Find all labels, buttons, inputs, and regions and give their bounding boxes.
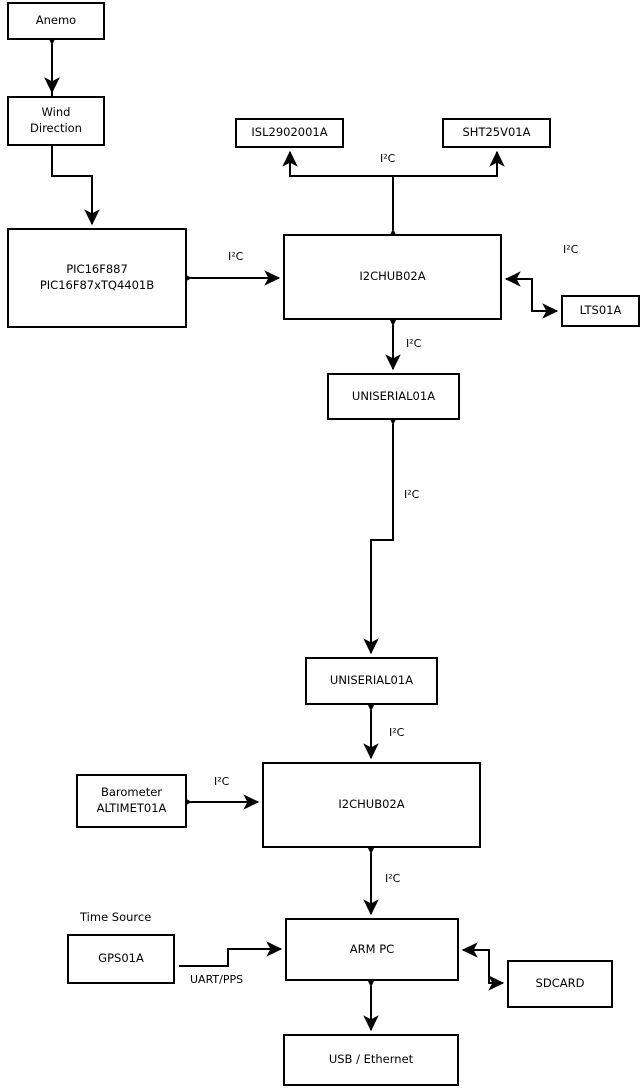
connector-gps-armpc	[179, 941, 283, 967]
node-i2chub02a-bottom[interactable]: I2CHUB02A	[262, 762, 481, 848]
node-usb-ethernet[interactable]: USB / Ethernet	[283, 1034, 459, 1086]
node-wind-direction[interactable]: Wind Direction	[7, 96, 105, 146]
node-arm-pc[interactable]: ARM PC	[285, 918, 459, 981]
node-pic-microcontroller[interactable]: PIC16F887 PIC16F87xTQ4401B	[7, 228, 187, 328]
connector-uniserial-link	[363, 409, 401, 655]
node-barometer-altimet01a[interactable]: Barometer ALTIMET01A	[76, 774, 187, 828]
label-time-source: Time Source	[80, 910, 152, 924]
edge-label-i2c-hub-uniserial: I²C	[406, 337, 422, 350]
node-sht25v01a[interactable]: SHT25V01A	[442, 118, 551, 148]
node-i2chub02a-top[interactable]: I2CHUB02A	[283, 234, 502, 320]
edge-label-i2c-uniserial-hub2: I²C	[389, 726, 405, 739]
node-isl2902001a[interactable]: ISL2902001A	[235, 118, 344, 148]
edge-label-i2c-uniserial-link: I²C	[404, 488, 420, 501]
connector-armpc-sdcard-out	[488, 950, 505, 991]
node-sdcard[interactable]: SDCARD	[507, 960, 613, 1008]
node-uniserial01a-top[interactable]: UNISERIAL01A	[327, 373, 460, 420]
connector-hub-lts-in	[504, 271, 533, 311]
edge-label-i2c-hub2-armpc: I²C	[385, 872, 401, 885]
node-lts01a[interactable]: LTS01A	[561, 295, 640, 327]
connector-hub-lts-out	[531, 279, 559, 319]
connector-armpc-sdcard-in	[461, 942, 490, 983]
connector-hub-sht	[393, 150, 505, 177]
edge-label-uart-pps: UART/PPS	[190, 973, 244, 986]
edge-label-i2c-baro-hub2: I²C	[214, 775, 230, 788]
node-gps01a[interactable]: GPS01A	[67, 934, 175, 984]
node-anemo[interactable]: Anemo	[7, 2, 105, 40]
edge-label-i2c-isl-sht: I²C	[380, 152, 396, 165]
edge-label-i2c-pic-hub: I²C	[228, 250, 244, 263]
connector-hub-isl	[282, 150, 393, 177]
edge-label-i2c-hub-lts: I²C	[563, 243, 579, 256]
node-uniserial01a-bottom[interactable]: UNISERIAL01A	[305, 657, 438, 705]
